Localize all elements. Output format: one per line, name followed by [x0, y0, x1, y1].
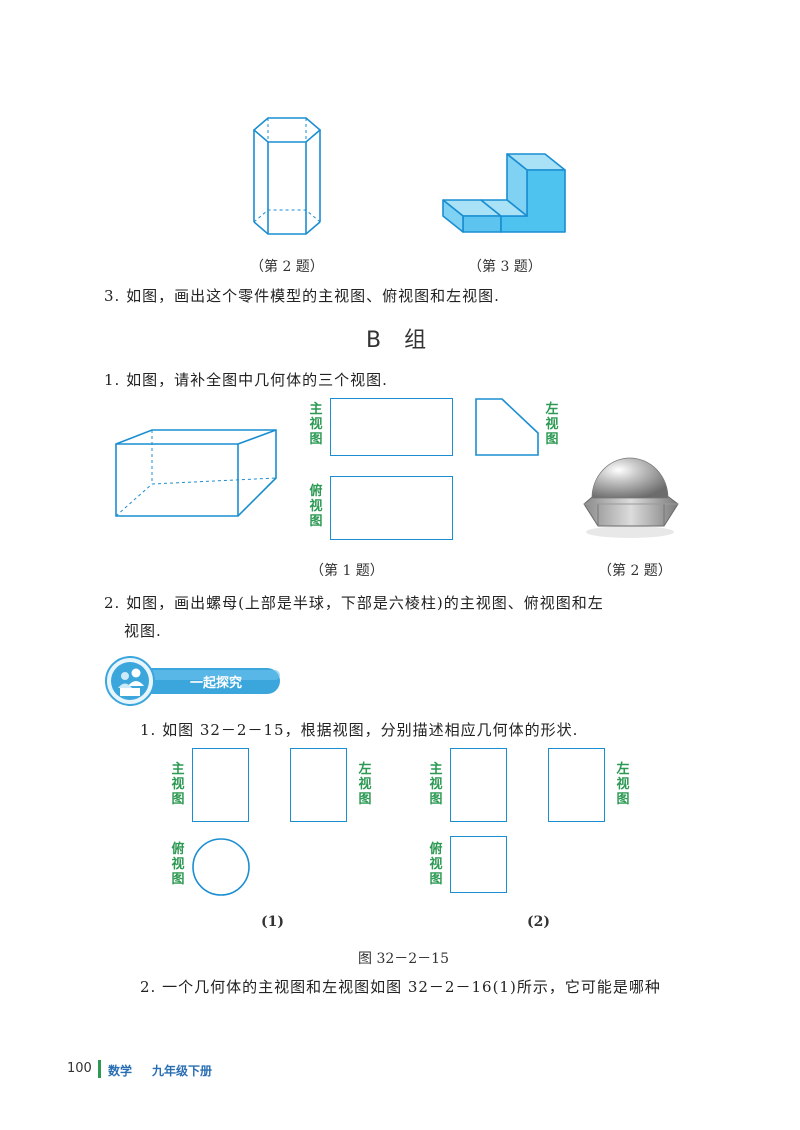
nut-illustration — [583, 457, 679, 538]
fig1-left-view-label: 左视图 — [358, 762, 372, 807]
question-3-text: 3. 如图，画出这个零件模型的主视图、俯视图和左视图. — [104, 287, 500, 305]
explore-banner — [105, 656, 280, 706]
page-number: 100 — [67, 1061, 92, 1076]
fig2-left-view-box — [548, 748, 605, 822]
group-b-question-2-line-2: 视图. — [124, 622, 162, 640]
fig1-top-view-circle — [192, 838, 250, 896]
caption-b-q2: （第 2 题） — [598, 563, 672, 579]
explore-question-1-text: 1. 如图 32－2－15，根据视图，分别描述相应几何体的形状. — [140, 721, 579, 739]
footer-divider — [98, 1060, 101, 1078]
fig2-front-view-box — [450, 748, 507, 822]
l-shaped-part-figure — [442, 153, 566, 233]
fig1-left-view-box — [290, 748, 347, 822]
footer-subject: 数学 — [108, 1064, 133, 1078]
group-b-question-1-text: 1. 如图，请补全图中几何体的三个视图. — [104, 371, 388, 389]
fig1-sub-label: (1) — [261, 914, 284, 930]
caption-q3-top: （第 3 题） — [468, 259, 542, 275]
hexagonal-prism-figure — [252, 117, 322, 235]
cuboid-slanted-figure — [115, 429, 277, 517]
explore-question-2-text: 2. 一个几何体的主视图和左视图如图 32－2－16(1)所示，它可能是哪种 — [140, 978, 661, 996]
footer-book: 九年级下册 — [152, 1064, 213, 1078]
b-left-view-label: 左视图 — [545, 402, 559, 447]
explore-banner-label: 一起探究 — [190, 676, 243, 691]
fig1-top-view-label: 俯视图 — [171, 842, 185, 887]
fig1-front-view-label: 主视图 — [171, 762, 185, 807]
caption-b-q1: （第 1 题） — [310, 563, 384, 579]
b-front-view-box — [330, 398, 453, 456]
b-top-view-label: 俯视图 — [309, 484, 323, 529]
fig1-front-view-box — [192, 748, 249, 822]
group-b-question-2-line-1: 2. 如图，画出螺母(上部是半球，下部是六棱柱)的主视图、俯视图和左 — [104, 594, 604, 612]
fig2-top-view-box — [450, 836, 507, 893]
fig2-front-view-label: 主视图 — [429, 762, 443, 807]
fig2-left-view-label: 左视图 — [616, 762, 630, 807]
b-front-view-label: 主视图 — [309, 402, 323, 447]
figure-caption-32-2-15: 图 32－2－15 — [358, 951, 449, 967]
b-left-view-shape — [475, 398, 539, 456]
caption-q2-top: （第 2 题） — [250, 259, 324, 275]
fig2-top-view-label: 俯视图 — [429, 842, 443, 887]
group-b-title: B 组 — [366, 328, 435, 353]
b-top-view-box — [330, 476, 453, 540]
fig2-sub-label: (2) — [527, 914, 550, 930]
